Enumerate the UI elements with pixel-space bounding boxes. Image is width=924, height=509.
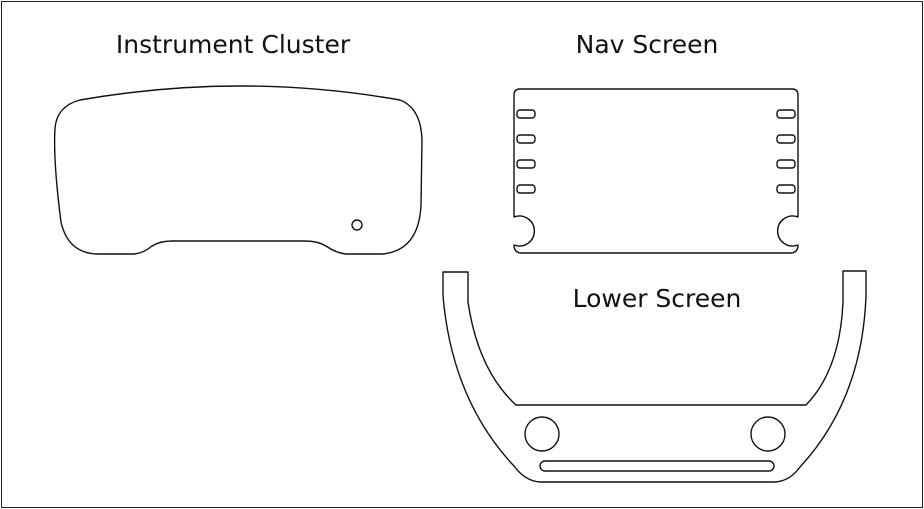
nav-screen-group: Nav Screen <box>513 30 799 254</box>
instrument-cluster-sensor-hole <box>351 219 363 231</box>
lower-screen-outline <box>442 270 867 483</box>
nav-screen-left-slot <box>516 159 536 169</box>
instrument-cluster-outline <box>53 85 423 255</box>
lower-screen-bottom-slot <box>539 460 775 472</box>
nav-screen-right-slot <box>776 109 796 119</box>
nav-screen-left-slot <box>516 134 536 144</box>
nav-screen-label: Nav Screen <box>576 30 719 59</box>
instrument-cluster-group: Instrument Cluster <box>53 30 423 255</box>
nav-screen-right-slot <box>776 159 796 169</box>
nav-screen-left-slot <box>516 109 536 119</box>
nav-screen-right-slot <box>776 184 796 194</box>
nav-screen-right-slot <box>776 134 796 144</box>
lower-screen-right-knob-hole <box>750 416 786 452</box>
nav-screen-left-slot <box>516 184 536 194</box>
lower-screen-left-knob-hole <box>524 416 560 452</box>
nav-screen-outline <box>513 88 799 254</box>
lower-screen-group: Lower Screen <box>442 270 867 483</box>
lower-screen-label: Lower Screen <box>573 284 742 313</box>
instrument-cluster-label: Instrument Cluster <box>116 30 351 59</box>
